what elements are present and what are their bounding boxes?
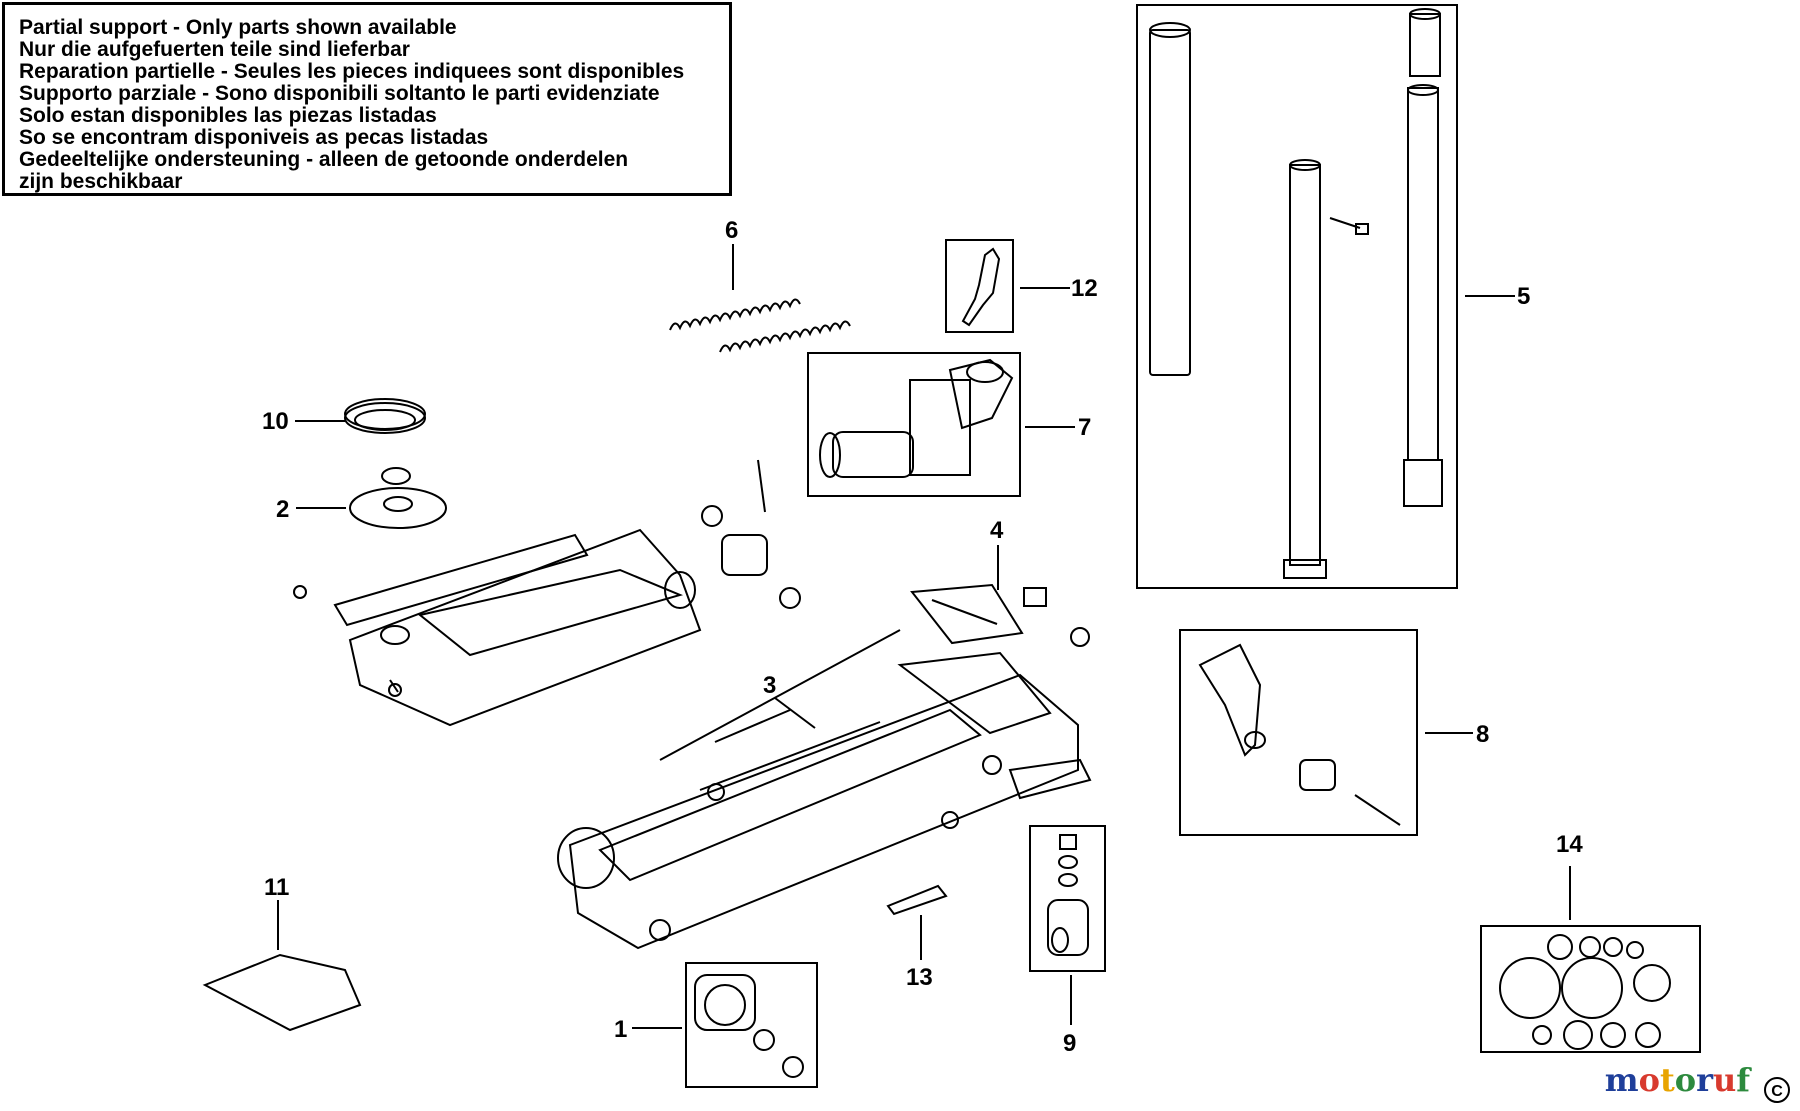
partial-support-notice: Partial support - Only parts shown avail… [2, 2, 732, 196]
saddle [349, 467, 447, 529]
callout-14: 14 [1556, 831, 1583, 858]
bolt-washer [1023, 587, 1090, 647]
leader-3 [774, 697, 816, 729]
brand-letter: t [1659, 1061, 1675, 1099]
brand-letter: o [1674, 1061, 1697, 1099]
callout-9: 9 [1063, 1030, 1076, 1057]
notice-line-es: Solo estan disponibles las piezas listad… [19, 104, 437, 127]
part-5-box [1136, 4, 1458, 589]
brand-letter: u [1712, 1061, 1737, 1099]
hardware-bag [202, 953, 362, 1032]
foot-plate [910, 583, 1024, 645]
notice-line-fr: Reparation partielle - Seules les pieces… [19, 60, 685, 83]
callout-12: 12 [1071, 275, 1098, 302]
callout-1: 1 [614, 1016, 627, 1043]
seal-kit [1499, 934, 1671, 1050]
handle-tube-left [1149, 22, 1191, 376]
notice-line-it: Supporto parziale - Sono disponibili sol… [19, 82, 660, 105]
pin-clip-set [701, 459, 801, 609]
brand-letter: m [1604, 1061, 1639, 1099]
lift-arm-assembly [293, 528, 702, 727]
notice-line-de: Nur die aufgefuerten teile sind lieferba… [19, 38, 410, 61]
front-roller [694, 974, 804, 1078]
callout-7: 7 [1078, 414, 1091, 441]
callout-5: 5 [1517, 283, 1530, 310]
callout-10: 10 [262, 408, 289, 435]
part-14-box [1480, 925, 1701, 1053]
brand-letter: r [1696, 1061, 1713, 1099]
caster-bracket [1198, 643, 1401, 826]
caster-wheel [1047, 834, 1089, 956]
notice-line-nl-cont: zijn beschikbaar [19, 170, 183, 193]
callout-6: 6 [725, 217, 738, 244]
part-12-box [945, 239, 1014, 333]
callout-2: 2 [276, 496, 289, 523]
callout-11: 11 [264, 874, 289, 901]
handle-tube-top-right [1409, 8, 1441, 77]
brand-letter: f [1736, 1061, 1750, 1099]
part-7-box [807, 352, 1021, 497]
universal-joint [961, 247, 1001, 327]
callout-3: 3 [763, 672, 776, 699]
callout-13: 13 [906, 964, 933, 991]
part-8-box [1179, 629, 1418, 836]
callout-8: 8 [1476, 721, 1489, 748]
brand-letter: o [1638, 1061, 1660, 1099]
spring-lower [719, 320, 851, 353]
brand-watermark: motoruf [1605, 1061, 1750, 1099]
copyright-mark: C [1764, 1077, 1790, 1103]
handle-tube-right [1403, 84, 1443, 507]
spring-upper [669, 298, 801, 331]
main-frame [557, 629, 1092, 950]
notice-line-nl: Gedeeltelijke ondersteuning - alleen de … [19, 148, 629, 171]
part-9-box [1029, 825, 1106, 972]
handle-tube-center [1283, 159, 1369, 579]
callout-4: 4 [990, 517, 1004, 544]
notice-line-pt: So se encontram disponiveis as pecas lis… [19, 126, 489, 149]
label-strip [886, 884, 948, 916]
notice-line-en: Partial support - Only parts shown avail… [19, 16, 457, 39]
hydraulic-pump [819, 358, 1014, 478]
part-1-box [685, 962, 818, 1088]
seal-ring [344, 398, 426, 434]
